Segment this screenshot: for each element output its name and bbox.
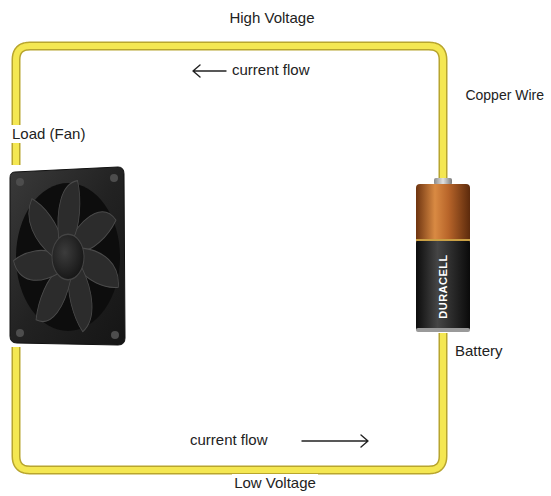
copper-wire bbox=[16, 46, 443, 178]
copper-wire bbox=[16, 333, 443, 470]
load-label: Load (Fan) bbox=[10, 125, 87, 143]
battery: BatteryDURACELL bbox=[413, 178, 473, 333]
low-voltage-label: Low Voltage bbox=[232, 474, 318, 492]
fan-illustration bbox=[8, 165, 126, 347]
wire-core bbox=[16, 46, 443, 178]
high-voltage-label: High Voltage bbox=[227, 9, 316, 27]
flow-arrow bbox=[193, 65, 226, 77]
current-flow-label: current flow bbox=[188, 431, 270, 449]
wire-outline bbox=[16, 333, 443, 470]
wire-outline bbox=[16, 46, 443, 178]
brand-text: DURACELL bbox=[438, 254, 449, 319]
wire-label: Copper Wire bbox=[463, 87, 546, 104]
fan-load: Load (Fan) bbox=[8, 165, 126, 347]
wire-core bbox=[16, 333, 443, 470]
flow-arrow bbox=[302, 435, 368, 447]
current-flow-label: current flow bbox=[230, 61, 312, 79]
battery-label: Battery bbox=[453, 342, 505, 360]
